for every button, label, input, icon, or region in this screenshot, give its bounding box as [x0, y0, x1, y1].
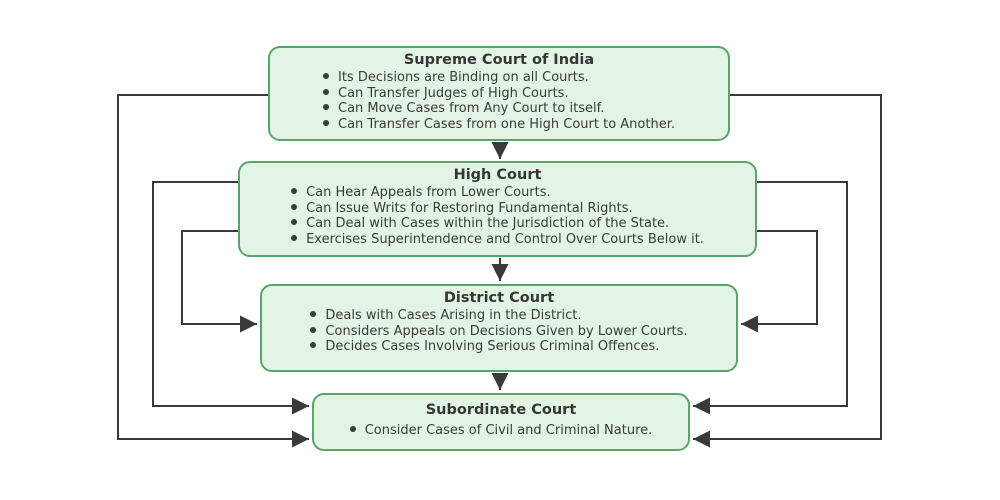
node-title: Subordinate Court [425, 402, 577, 418]
node-supreme-court: Supreme Court of India Its Decisions are… [268, 46, 730, 141]
bullet-item: Can Hear Appeals from Lower Courts. [291, 185, 704, 201]
bullet-item: Can Move Cases from Any Court to itself. [323, 101, 675, 117]
node-subordinate-court: Subordinate Court Consider Cases of Civi… [312, 393, 690, 451]
node-bullet-list: Its Decisions are Binding on all Courts.… [317, 70, 681, 132]
bullet-item: Exercises Superintendence and Control Ov… [291, 232, 704, 248]
node-bullet-list: Deals with Cases Arising in the District… [304, 308, 693, 355]
edge-supreme-to-subordinate-left [117, 94, 309, 448]
edge-supreme-to-subordinate-right [693, 94, 882, 448]
bullet-item: Can Deal with Cases within the Jurisdict… [291, 216, 704, 232]
bullet-item: Its Decisions are Binding on all Courts. [323, 70, 675, 86]
node-bullet-list: Can Hear Appeals from Lower Courts. Can … [285, 185, 710, 247]
bullet-item: Consider Cases of Civil and Criminal Nat… [350, 423, 653, 439]
bullet-item: Decides Cases Involving Serious Criminal… [310, 339, 687, 355]
node-title: High Court [453, 167, 542, 183]
node-district-court: District Court Deals with Cases Arising … [260, 284, 738, 372]
bullet-item: Considers Appeals on Decisions Given by … [310, 324, 687, 340]
bullet-item: Can Issue Writs for Restoring Fundamenta… [291, 201, 704, 217]
node-title: District Court [443, 290, 555, 306]
bullet-item: Can Transfer Cases from one High Court t… [323, 117, 675, 133]
node-bullet-list: Consider Cases of Civil and Criminal Nat… [344, 423, 659, 439]
node-title: Supreme Court of India [403, 52, 595, 68]
bullet-item: Deals with Cases Arising in the District… [310, 308, 687, 324]
node-high-court: High Court Can Hear Appeals from Lower C… [238, 161, 757, 257]
bullet-item: Can Transfer Judges of High Courts. [323, 86, 675, 102]
